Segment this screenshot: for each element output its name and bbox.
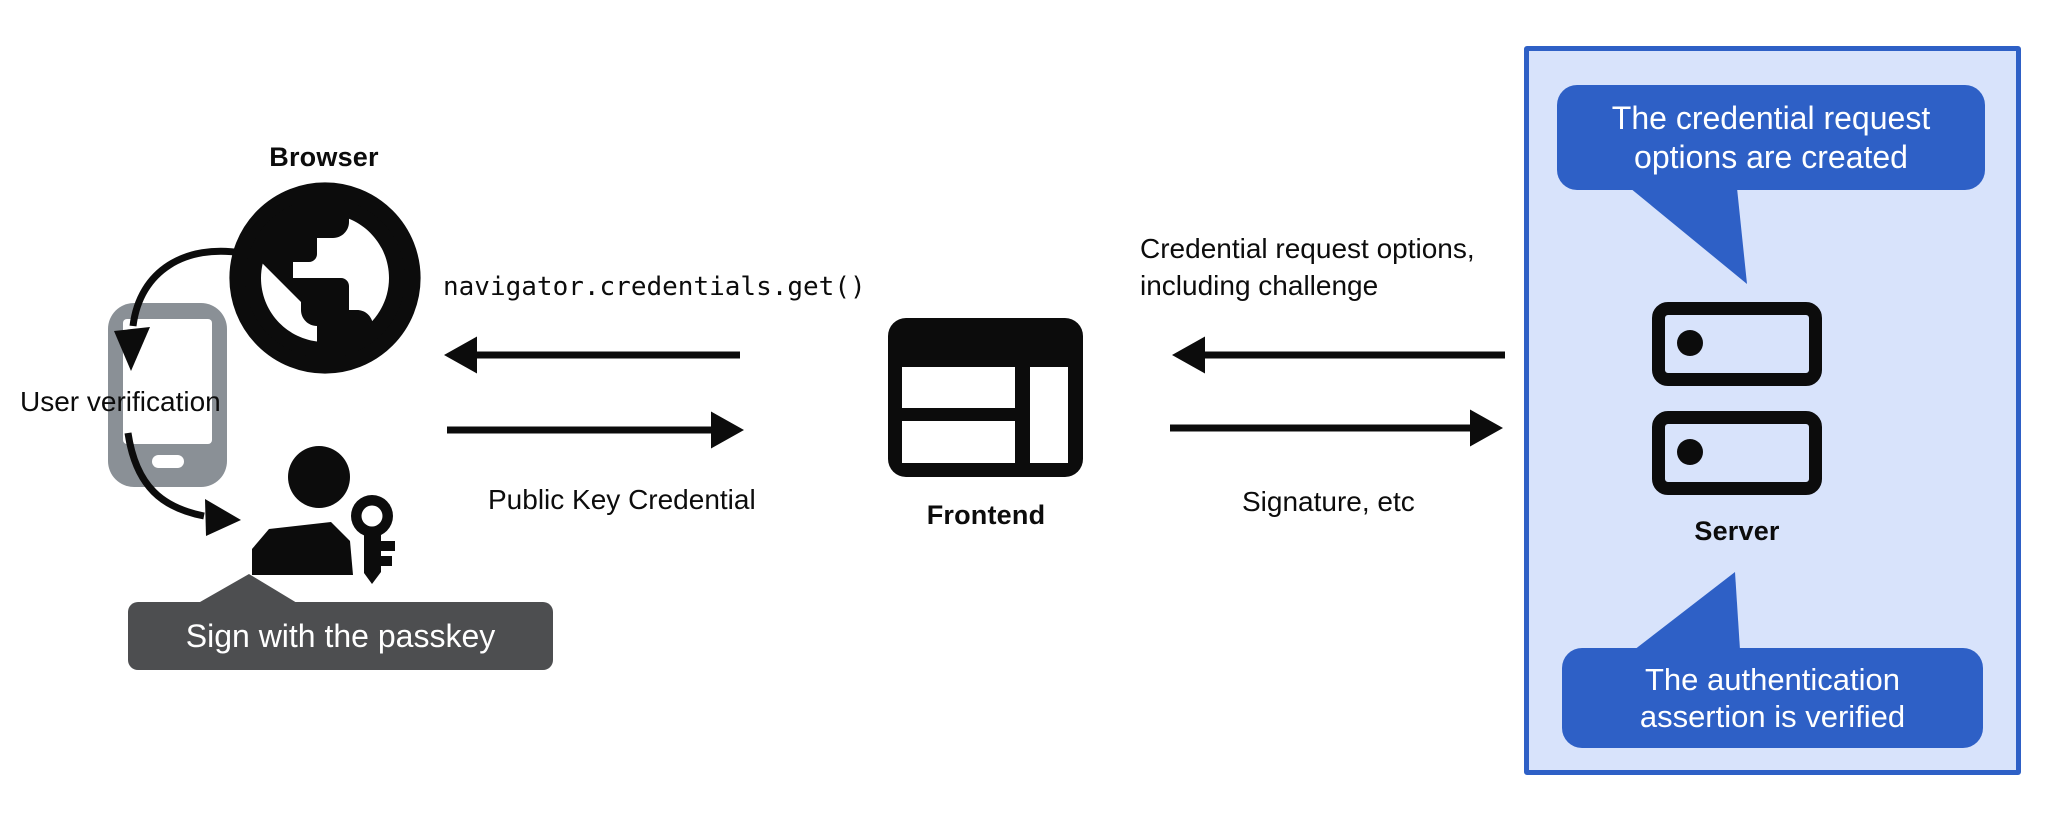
frontend-pane-bottom-left [902, 421, 1015, 463]
arrow-frontend-to-browser [444, 336, 740, 374]
person-icon [252, 446, 353, 575]
server-led-dot [1677, 439, 1703, 465]
credentials-get-call-label: navigator.credentials.get() [443, 272, 866, 302]
callout-line: assertion is verified [1639, 699, 1906, 734]
globe-icon [229, 182, 421, 374]
callout-bottom-tail [1634, 572, 1740, 650]
passkey-tooltip-tail [193, 574, 302, 606]
arrow-server-to-frontend [1172, 336, 1505, 374]
arrow-frontend-to-server [1170, 409, 1503, 447]
callout-assertion-verified: The authentication assertion is verified [1562, 648, 1983, 748]
server-led-dot [1677, 330, 1703, 356]
passkey-tooltip: Sign with the passkey [128, 602, 553, 670]
frontend-label: Frontend [926, 500, 1046, 530]
callout-top-tail [1630, 188, 1747, 284]
callout-credential-request: The credential request options are creat… [1557, 85, 1985, 190]
server-label: Server [1694, 516, 1780, 546]
frontend-pane-right [1030, 367, 1068, 463]
arrow-browser-to-frontend [447, 411, 744, 449]
credential-request-options-line2: including challenge [1140, 270, 1379, 301]
server-icon [1652, 302, 1822, 386]
key-icon [351, 495, 395, 584]
browser-window-icon [888, 318, 1083, 477]
server-icon [1652, 411, 1822, 495]
signature-label: Signature, etc [1242, 486, 1415, 517]
user-verification-label: User verification [20, 386, 221, 417]
callout-line: The credential request [1611, 99, 1931, 136]
browser-label: Browser [269, 142, 379, 172]
callout-line: options are created [1634, 138, 1908, 175]
public-key-credential-label: Public Key Credential [488, 484, 756, 515]
callout-line: The authentication [1644, 662, 1901, 697]
curved-arrow-phone-to-person [124, 432, 241, 536]
frontend-pane-top-left [902, 367, 1015, 408]
curved-arrow-globe-to-phone [114, 247, 243, 371]
smartphone-homebar [152, 455, 184, 468]
credential-request-options-line1: Credential request options, [1140, 233, 1475, 264]
